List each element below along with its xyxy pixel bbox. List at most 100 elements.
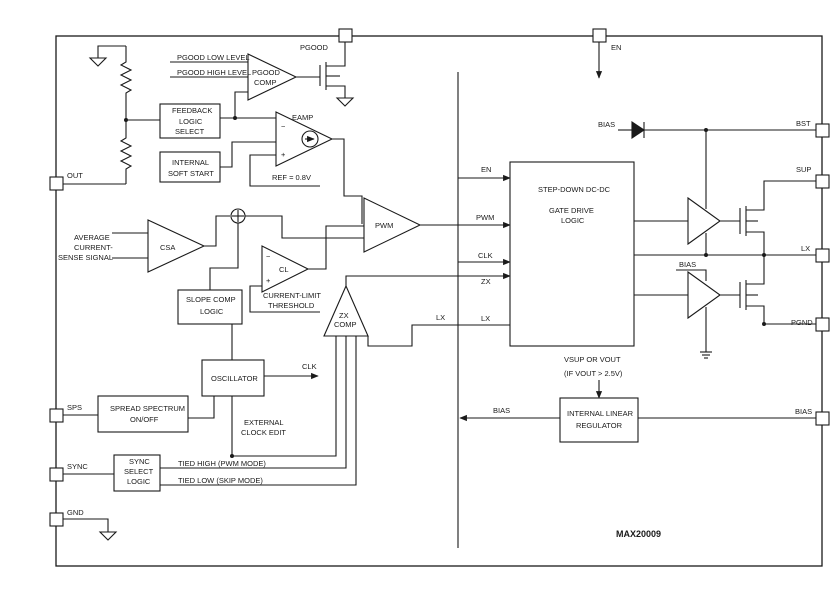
zx-comparator: ZX COMP ZX LX LX	[160, 272, 511, 486]
pgood-low-level-label: PGOOD LOW LEVEL	[177, 53, 250, 62]
pin-bias: BIAS	[795, 407, 830, 426]
avg-current-line3: SENSE SIGNAL	[58, 253, 113, 262]
ground-icon	[88, 57, 108, 67]
csa: AVERAGE CURRENT- SENSE SIGNAL CSA	[58, 215, 230, 273]
internal-linear-regulator: VSUP OR VOUT (IF VOUT > 2.5V) INTERNAL L…	[459, 355, 816, 443]
pin-sps-label: SPS	[67, 403, 82, 412]
pin-lx: LX	[801, 244, 830, 263]
gate-drive-line3: LOGIC	[561, 216, 585, 225]
cl-threshold-line2: THRESHOLD	[268, 301, 315, 310]
sync-logic-line3: LOGIC	[127, 477, 151, 486]
pin-pgood: PGOOD	[300, 28, 353, 52]
pwm-label: PWM	[375, 221, 393, 230]
lx-node	[634, 253, 816, 257]
feedback-logic-line1: FEEDBACK	[172, 106, 212, 115]
pin-gnd: GND	[49, 508, 84, 527]
feedback-divider	[63, 45, 160, 185]
tied-high-label: TIED HIGH (PWM MODE)	[178, 459, 266, 468]
soft-start-line2: SOFT START	[168, 169, 214, 178]
if-vout-label: (IF VOUT > 2.5V)	[564, 369, 623, 378]
ref-label: REF = 0.8V	[272, 173, 311, 182]
gate-in-en-label: EN	[481, 165, 491, 174]
pin-pgnd-label: PGND	[791, 318, 813, 327]
pin-en: EN	[592, 28, 621, 52]
gnd-connection	[63, 518, 118, 541]
low-side-driver: BIAS	[634, 255, 816, 359]
pin-sup-label: SUP	[796, 165, 811, 174]
pwm-comparator: PWM PWM	[363, 197, 511, 253]
gate-in-zx-label: ZX	[481, 277, 491, 286]
eamp-label: EAMP	[292, 113, 313, 122]
pgood-comparator: PGOOD COMP PGOOD LOW LEVEL PGOOD HIGH LE…	[170, 53, 320, 118]
pin-bias-label: BIAS	[795, 407, 812, 416]
gate-drive-line1: STEP-DOWN DC-DC	[538, 185, 611, 194]
bias-diode-label: BIAS	[598, 120, 615, 129]
chip-boundary	[55, 35, 823, 567]
zx-lx-label: LX	[436, 313, 445, 322]
pin-en-label: EN	[611, 43, 621, 52]
svg-text:+: +	[266, 276, 271, 285]
gate-in-pwm-label: PWM	[476, 213, 494, 222]
feedback-logic-line3: SELECT	[175, 127, 205, 136]
feedback-logic-select: FEEDBACK LOGIC SELECT	[159, 103, 276, 139]
cl-label: CL	[279, 265, 289, 274]
slope-comp-logic: SLOPE COMP LOGIC	[177, 289, 243, 360]
ground-icon	[335, 97, 355, 107]
gate-drive-line2: GATE DRIVE	[549, 206, 594, 215]
avg-current-line2: CURRENT-	[74, 243, 113, 252]
bias-driver-label: BIAS	[679, 260, 696, 269]
external-clock-line1: EXTERNAL	[244, 418, 284, 427]
spread-spectrum-line2: ON/OFF	[130, 415, 159, 424]
bias-internal-label: BIAS	[493, 406, 510, 415]
bst-diode: BIAS	[598, 120, 816, 140]
spread-spectrum: SPREAD SPECTRUM ON/OFF	[63, 395, 189, 433]
pin-pgood-label: PGOOD	[300, 43, 329, 52]
gate-drive-logic: STEP-DOWN DC-DC GATE DRIVE LOGIC	[509, 161, 635, 347]
pin-sup: SUP	[796, 165, 830, 189]
part-number: MAX20009	[616, 529, 661, 539]
svg-text:−: −	[281, 122, 286, 131]
en-line: EN CLK	[458, 42, 603, 266]
oscillator-label: OSCILLATOR	[211, 374, 258, 383]
pgood-comp-line2: COMP	[254, 78, 277, 87]
ground-icon	[98, 531, 118, 541]
slope-comp-line1: SLOPE COMP	[186, 295, 236, 304]
pgood-transistor	[319, 42, 355, 107]
vsup-or-vout-label: VSUP OR VOUT	[564, 355, 621, 364]
slope-comp-line2: LOGIC	[200, 307, 224, 316]
pgood-comp-line1: PGOOD	[252, 68, 281, 77]
sync-select-logic: SYNC SELECT LOGIC TIED HIGH (PWM MODE) T…	[63, 454, 266, 492]
svg-text:+: +	[281, 150, 286, 159]
osc-clk-label: CLK	[302, 362, 317, 371]
external-clock-line2: CLOCK EDIT	[241, 428, 286, 437]
pgood-high-level-label: PGOOD HIGH LEVEL	[177, 68, 251, 77]
spread-spectrum-line1: SPREAD SPECTRUM	[110, 404, 185, 413]
zx-comp-line2: COMP	[334, 320, 357, 329]
pin-lx-label: LX	[801, 244, 810, 253]
cl-threshold-line1: CURRENT-LIMIT	[263, 291, 321, 300]
linear-reg-line2: REGULATOR	[576, 421, 623, 430]
pin-out: OUT	[49, 171, 83, 191]
pin-bst-label: BST	[796, 119, 811, 128]
error-amplifier: − + EAMP REF = 0.8V	[249, 111, 363, 224]
pin-sync-label: SYNC	[67, 462, 88, 471]
avg-current-line1: AVERAGE	[74, 233, 110, 242]
svg-text:−: −	[266, 252, 271, 261]
pin-gnd-label: GND	[67, 508, 84, 517]
soft-start: INTERNAL SOFT START	[159, 141, 276, 183]
gate-lx-label: LX	[481, 314, 490, 323]
csa-label: CSA	[160, 243, 175, 252]
linear-reg-line1: INTERNAL LINEAR	[567, 409, 634, 418]
oscillator: OSCILLATOR CLK EXTERNAL CLOCK EDIT	[188, 359, 319, 458]
pin-bst: BST	[796, 119, 830, 138]
gate-in-clk-label: CLK	[478, 251, 493, 260]
feedback-logic-line2: LOGIC	[179, 117, 203, 126]
zx-comp-line1: ZX	[339, 311, 349, 320]
sync-logic-line1: SYNC	[129, 457, 150, 466]
summing-junction	[209, 208, 364, 290]
high-side-driver	[634, 130, 816, 256]
soft-start-line1: INTERNAL	[172, 158, 209, 167]
pin-sps: SPS	[49, 403, 82, 423]
pin-out-label: OUT	[67, 171, 83, 180]
